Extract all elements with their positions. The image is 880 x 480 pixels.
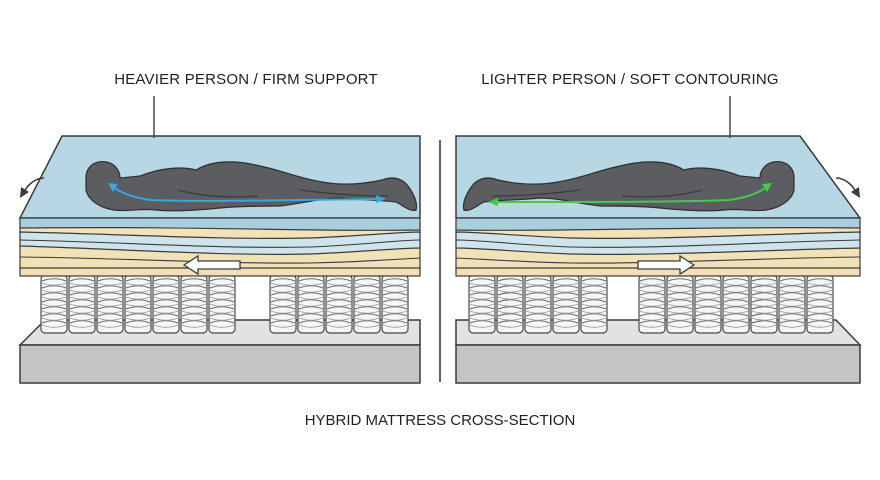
left-panel-label: HEAVIER PERSON / FIRM SUPPORT [114,71,378,88]
right-mattress [455,96,862,384]
arrow-left-icon [182,254,241,276]
curved-arrow-left-icon [20,177,45,198]
right-body-silhouette [462,161,795,212]
right-panel-label: LIGHTER PERSON / SOFT CONTOURING [481,71,779,88]
left-body-silhouette [85,161,418,212]
right-coil-row-1 [468,274,834,334]
curved-arrow-right-icon [835,177,860,198]
left-mattress [18,96,421,384]
right-spine-line [488,183,772,206]
left-transition-layers [19,221,421,269]
diagram-caption: HYBRID MATTRESS CROSS-SECTION [305,412,576,429]
arrow-right-icon [637,254,696,276]
left-spine-line [108,183,386,203]
